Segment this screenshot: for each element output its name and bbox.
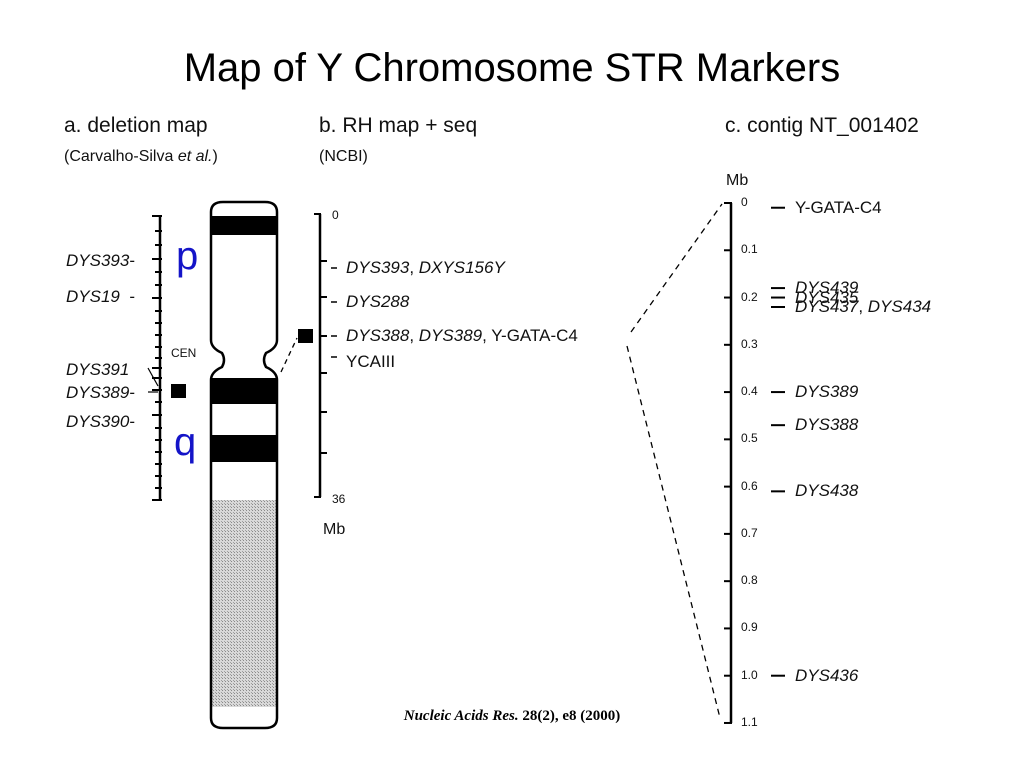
panel-a-source-name: (Carvalho-Silva: [64, 148, 178, 165]
panel-a-source-etal: et al.: [177, 148, 213, 165]
contig-tick-label: 0: [741, 195, 748, 209]
panel-a-heading: a. deletion map: [64, 114, 208, 137]
panel-c-heading: c. contig NT_001402: [725, 114, 919, 137]
rh-marker-label-part: YCAIII: [346, 352, 396, 371]
rh-axis-top-label: 0: [332, 208, 339, 222]
contig-marker-label: DYS388: [795, 416, 858, 433]
contig-marker-label-part: Y-GATA-C4: [795, 197, 882, 217]
rh-marker-label-part: DYS288: [346, 292, 410, 311]
contig-marker-label: Y-GATA-C4: [795, 199, 882, 216]
contig-tick-label: 0.8: [741, 573, 758, 588]
contig-tick-label: 0.4: [741, 384, 758, 399]
deletion-marker-dys390: DYS390-: [66, 412, 135, 431]
q-arm-label: q: [174, 420, 197, 464]
contig-marker-label-part: DYS434: [867, 296, 932, 316]
centromere-label: CEN: [171, 346, 197, 360]
contig-marker-label: DYS389: [795, 383, 858, 400]
rh-marker-label: DYS388, DYS389, Y-GATA-C4: [346, 327, 578, 344]
rh-marker-label: DYS288: [346, 293, 409, 310]
rh-axis-bottom-label: 36: [332, 492, 346, 506]
contig-tick-label: 1.0: [741, 667, 758, 682]
contig-marker-label-part: DYS437: [795, 296, 859, 316]
contig-marker-label-part: DYS439: [795, 278, 859, 298]
panel-b-heading: b. RH map + seq: [319, 114, 478, 137]
contig-marker-label-part: ,: [858, 296, 868, 316]
contig-tick-label: 0.9: [741, 620, 758, 635]
contig-marker-label: DYS437, DYS434: [795, 298, 931, 315]
contig-marker-label-part: DYS438: [795, 481, 859, 501]
deletion-ruler: [147, 215, 162, 501]
citation: Nucleic Acids Res. 28(2), e8 (2000): [0, 708, 1024, 725]
zoom-connector-bottom: [626, 345, 721, 719]
rh-marker-label-part: DXYS156Y: [418, 258, 505, 277]
contig-tick-label: 0.7: [741, 525, 758, 540]
contig-tick-label: 1.1: [741, 714, 758, 729]
contig-marker-label-part: DYS389: [795, 382, 859, 402]
contig-tick-label: 0.5: [741, 431, 758, 446]
rh-marker-label: YCAIII: [346, 353, 395, 370]
deletion-marker-dys19: DYS19 -: [66, 287, 135, 306]
rh-marker-label-part: ,: [409, 326, 419, 345]
contig-axis-unit: Mb: [726, 172, 749, 189]
rh-interval-marker: [298, 329, 313, 343]
contig-marker-label: DYS438: [795, 482, 858, 499]
chromosome-ideogram: [209, 200, 279, 730]
panel-b-source: (NCBI): [319, 148, 368, 165]
connector-a-b: [280, 337, 298, 373]
contig-tick-label: 0.6: [741, 478, 758, 493]
contig-tick-label: 0.3: [741, 336, 758, 351]
p-arm-label: p: [176, 234, 199, 278]
contig-marker-label-part: DYS436: [795, 665, 859, 685]
contig-marker-label: DYS439: [795, 279, 858, 296]
panel-a-source-close: ): [212, 148, 218, 165]
contig-marker-label-part: DYS388: [795, 415, 859, 435]
citation-journal: Nucleic Acids Res.: [403, 708, 519, 724]
deletion-marker-dys389: DYS389-: [66, 383, 135, 402]
contig-marker-dashes: [771, 206, 785, 677]
rh-marker-label-part: DYS389: [418, 326, 483, 345]
rh-axis-unit: Mb: [323, 521, 346, 538]
contig-tick-label: 0.1: [741, 242, 758, 257]
contig-axis: [724, 202, 733, 724]
slide-title: Map of Y Chromosome STR Markers: [183, 46, 841, 90]
rh-marker-label-part: , Y-GATA-C4: [482, 326, 578, 345]
citation-details: 28(2), e8 (2000): [518, 708, 621, 724]
rh-axis: [314, 213, 337, 498]
deletion-marker-dys391: DYS391: [66, 360, 130, 379]
deletion-interval-marker: [171, 384, 186, 398]
contig-marker-label: DYS436: [795, 667, 858, 684]
contig-tick-label: 0.2: [741, 289, 758, 304]
rh-marker-label-part: DYS393: [346, 258, 410, 277]
panel-a-source: (Carvalho-Silva et al.): [64, 148, 218, 166]
rh-marker-label-part: DYS388: [346, 326, 410, 345]
deletion-marker-dys393: DYS393-: [66, 251, 135, 270]
rh-marker-label-part: ,: [409, 258, 419, 277]
rh-marker-label: DYS393, DXYS156Y: [346, 259, 505, 276]
zoom-connector-top: [630, 203, 723, 333]
contig-marker-label-part: DYS435: [795, 287, 859, 307]
contig-marker-label: DYS435: [795, 289, 858, 306]
